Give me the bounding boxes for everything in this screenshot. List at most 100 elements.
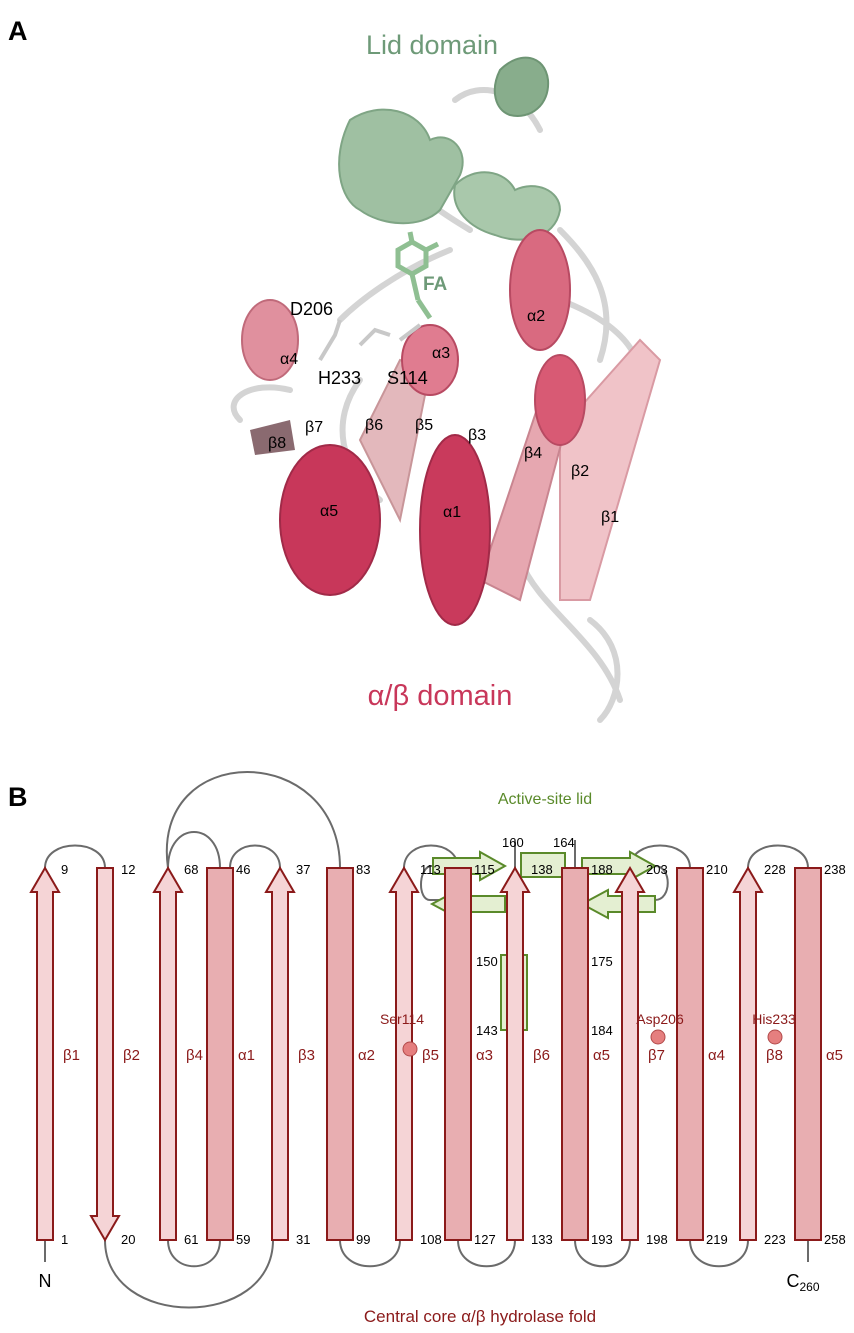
catalytic-label-his233: His233 [752,1011,796,1027]
core-secondary-structure: β191β21220β46861α14659β33731α28399β51131… [29,862,846,1247]
ligand-label: FA [423,274,448,295]
ab-domain-title: α/β domain [368,680,513,712]
core-bottom-number-5: 99 [356,1232,370,1247]
lid-title: Active-site lid [498,791,592,808]
core-bottom-number-12: 223 [764,1232,786,1247]
helix-alpha2-render [509,229,571,351]
lid-num-164: 164 [553,835,575,850]
residue-label-d206: D206 [290,299,333,319]
n-terminus-label: N [39,1271,52,1291]
residue-label-s114: S114 [387,368,428,388]
lid-domain-body [338,108,464,225]
panel-a-label: A [8,16,28,46]
lid-num-143: 143 [476,1023,498,1038]
core-bottom-number-4: 31 [296,1232,310,1247]
c-terminus-label: C260 [786,1271,819,1294]
lid-numbers: 150 143 175 184 160 164 [476,835,613,1038]
core-bottom-number-7: 127 [474,1232,496,1247]
catalytic-dot-asp206 [650,1029,666,1045]
label-beta5: β5 [415,417,433,434]
core-bottom-number-13: 258 [824,1232,846,1247]
label-alpha1: α1 [443,504,461,521]
catalytic-dot-ser114 [402,1041,418,1057]
beta8-render [250,420,295,455]
core-top-number-10: 203 [646,862,668,877]
core-bottom-number-0: 1 [61,1232,68,1247]
lid-domain-title: Lid domain [366,30,498,60]
panel-a-labels: Lid domain α/β domain FA D206 H233 S114 … [268,30,619,712]
lid-num-150: 150 [476,954,498,969]
core-element-name-3: α1 [238,1047,255,1064]
core-element-name-13: α5 [826,1047,843,1064]
core-top-number-12: 228 [764,862,786,877]
core-bottom-number-9: 193 [591,1232,613,1247]
c-terminus-letter: C [786,1271,799,1291]
core-bottom-number-10: 198 [646,1232,668,1247]
core-element-name-4: β3 [298,1047,315,1064]
label-beta7: β7 [305,419,323,436]
core-bottom-number-2: 61 [184,1232,198,1247]
catalytic-dot-his233 [767,1029,783,1045]
core-element-name-0: β1 [63,1047,80,1064]
core-top-number-11: 210 [706,862,728,877]
core-element-name-12: β8 [766,1047,783,1064]
core-strand-1 [89,867,121,1242]
helix-alpha3-render [401,324,459,396]
core-helix-5 [326,867,354,1241]
lid-domain-top [493,56,550,117]
core-strand-12 [732,866,764,1241]
lid-num-184: 184 [591,1023,613,1038]
label-alpha5: α5 [320,503,338,520]
label-beta1: β1 [601,509,619,526]
core-top-number-2: 68 [184,862,198,877]
label-beta6: β6 [365,417,383,434]
core-helix-9 [561,867,589,1241]
label-alpha4: α4 [280,351,298,368]
core-top-number-6: 113 [420,862,441,877]
helix-render-right [534,354,586,446]
c-terminus-number: 260 [799,1280,819,1294]
core-strand-0 [29,866,61,1241]
core-title: Central core α/β hydrolase fold [364,1307,596,1326]
lid-num-175: 175 [591,954,613,969]
core-element-name-2: β4 [186,1047,203,1064]
core-bottom-number-3: 59 [236,1232,250,1247]
core-strand-4 [264,866,296,1241]
label-beta3: β3 [468,427,486,444]
core-element-name-7: α3 [476,1047,493,1064]
core-top-number-7: 115 [474,862,495,877]
core-top-number-0: 9 [61,862,68,877]
core-top-number-9: 188 [591,862,613,877]
label-beta2: β2 [571,463,589,480]
catalytic-markers: Ser114 Asp206 His233 [380,1011,796,1057]
core-helix-3 [206,867,234,1241]
label-alpha2: α2 [527,308,545,325]
label-alpha3: α3 [432,345,450,362]
core-bottom-number-1: 20 [121,1232,135,1247]
core-element-name-10: β7 [648,1047,665,1064]
core-element-name-5: α2 [358,1047,375,1064]
core-element-name-11: α4 [708,1047,725,1064]
catalytic-sidechains [318,319,422,362]
core-helix-13 [794,867,822,1241]
helix-alpha1-render [419,434,491,626]
lid-helix-top [520,852,566,878]
core-bottom-number-6: 108 [420,1232,442,1247]
helix-alpha4-render [241,299,299,381]
core-bottom-number-8: 133 [531,1232,553,1247]
catalytic-label-ser114: Ser114 [380,1011,424,1027]
core-strand-8 [499,866,531,1241]
panel-b-label: B [8,782,28,812]
core-strand-2 [152,866,184,1241]
core-top-number-8: 138 [531,862,553,877]
core-helix-11 [676,867,704,1241]
core-top-number-5: 83 [356,862,370,877]
lid-strand-4 [579,888,656,920]
helix-alpha5-render [279,444,381,596]
residue-label-h233: H233 [318,368,361,388]
core-element-name-1: β2 [123,1047,140,1064]
lid-num-160: 160 [502,835,524,850]
core-top-number-3: 46 [236,862,250,877]
label-beta4: β4 [524,445,542,462]
